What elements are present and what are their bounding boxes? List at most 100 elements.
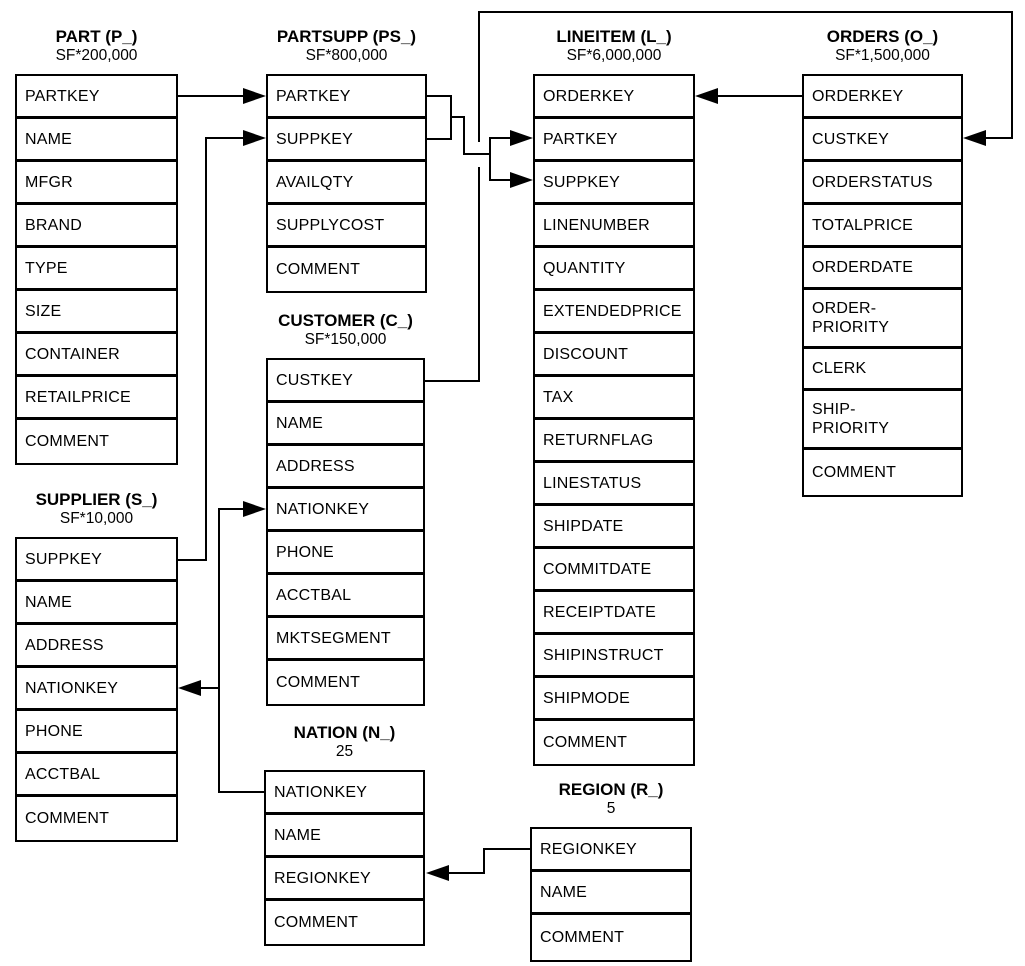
field-label: ADDRESS (276, 457, 355, 475)
field-row-lineitem: PARTKEY (535, 119, 693, 162)
table-header-lineitem: LINEITEM (L_)SF*6,000,000 (508, 27, 720, 65)
field-row-region: COMMENT (532, 915, 690, 960)
field-label: PHONE (276, 543, 334, 561)
field-row-partsupp: PARTKEY (268, 76, 425, 119)
field-label: NATIONKEY (276, 500, 370, 518)
arrowhead-part-partsupp-icon (243, 88, 266, 104)
field-row-part: RETAILPRICE (17, 377, 176, 420)
field-row-supplier: SUPPKEY (17, 539, 176, 582)
table-cardinality-supplier: SF*10,000 (59, 510, 134, 527)
field-row-lineitem: COMMITDATE (535, 549, 693, 592)
connector-partsupp-lineitem (489, 137, 513, 139)
field-row-lineitem: ORDERKEY (535, 76, 693, 119)
table-header-customer: CUSTOMER (C_)SF*150,000 (241, 311, 450, 349)
connector-partsupp-lineitem (427, 138, 452, 140)
field-row-part: MFGR (17, 162, 176, 205)
field-label: CUSTKEY (276, 371, 353, 389)
arrowhead-partsupp-lineitem-partkey-icon (510, 130, 533, 146)
field-row-partsupp: COMMENT (268, 248, 425, 291)
connector-region-nation (483, 848, 485, 874)
connector-customer-orders (478, 11, 480, 142)
field-row-orders: ORDER- PRIORITY (804, 290, 961, 349)
field-row-part: SIZE (17, 291, 176, 334)
field-label: SHIPDATE (543, 517, 624, 535)
connector-supplier-partsupp (178, 559, 207, 561)
table-cardinality-nation: 25 (335, 743, 354, 760)
table-header-orders: ORDERS (O_)SF*1,500,000 (777, 27, 988, 65)
field-row-part: PARTKEY (17, 76, 176, 119)
field-row-lineitem: COMMENT (535, 721, 693, 764)
field-row-part: BRAND (17, 205, 176, 248)
field-row-orders: TOTALPRICE (804, 205, 961, 248)
connector-customer-orders (984, 137, 1013, 139)
field-row-customer: CUSTKEY (268, 360, 423, 403)
field-label: NAME (276, 414, 324, 432)
field-label: SIZE (25, 302, 62, 320)
field-row-supplier: PHONE (17, 711, 176, 754)
field-label: NAME (274, 826, 322, 844)
field-row-customer: ADDRESS (268, 446, 423, 489)
field-row-part: COMMENT (17, 420, 176, 463)
table-title-nation: NATION (N_) (293, 723, 396, 742)
field-label: PHONE (25, 722, 83, 740)
field-row-lineitem: TAX (535, 377, 693, 420)
table-title-lineitem: LINEITEM (L_) (556, 27, 672, 46)
table-customer: CUSTKEY NAME ADDRESS NATIONKEY PHONE ACCTBAL M… (266, 358, 425, 706)
field-label: NAME (25, 130, 73, 148)
field-label: COMMENT (543, 734, 628, 751)
field-row-lineitem: RECEIPTDATE (535, 592, 693, 635)
table-part: PARTKEY NAME MFGR BRAND TYPE SIZE CONTAINER RET… (15, 74, 178, 465)
field-label: AVAILQTY (276, 173, 354, 191)
field-label: MFGR (25, 173, 73, 191)
field-row-orders: ORDERKEY (804, 76, 961, 119)
field-label: TYPE (25, 259, 68, 277)
field-label: PARTKEY (25, 87, 100, 105)
table-title-customer: CUSTOMER (C_) (278, 311, 413, 330)
field-row-part: CONTAINER (17, 334, 176, 377)
field-row-partsupp: SUPPLYCOST (268, 205, 425, 248)
field-label: MKTSEGMENT (276, 629, 391, 647)
connector-partsupp-lineitem (463, 116, 465, 155)
table-title-supplier: SUPPLIER (S_) (35, 490, 158, 509)
connector-nation-nationkey (218, 791, 266, 793)
field-row-lineitem: LINESTATUS (535, 463, 693, 506)
table-header-part: PART (P_)SF*200,000 (0, 27, 203, 65)
field-label: CLERK (812, 360, 867, 377)
field-row-nation: COMMENT (266, 901, 423, 944)
field-row-orders: CUSTKEY (804, 119, 961, 162)
field-row-lineitem: QUANTITY (535, 248, 693, 291)
connector-partsupp-lineitem (450, 116, 465, 118)
field-label: SHIPMODE (543, 689, 630, 707)
connector-partsupp-lineitem (427, 95, 452, 97)
field-label: ACCTBAL (276, 586, 352, 604)
field-label: REGIONKEY (274, 869, 371, 887)
field-label: NAME (25, 593, 73, 611)
connector-customer-orders (425, 380, 480, 382)
field-row-part: TYPE (17, 248, 176, 291)
connector-orders-lineitem (716, 95, 802, 97)
field-row-supplier: NATIONKEY (17, 668, 176, 711)
table-cardinality-part: SF*200,000 (55, 47, 138, 64)
field-label: CUSTKEY (812, 130, 889, 148)
field-row-customer: PHONE (268, 532, 423, 575)
field-label: LINESTATUS (543, 474, 642, 492)
connector-supplier-partsupp (205, 137, 245, 139)
field-row-orders: ORDERSTATUS (804, 162, 961, 205)
table-cardinality-region: 5 (606, 800, 616, 817)
field-label: NAME (540, 883, 588, 901)
connector-nation-customer (218, 508, 245, 510)
field-label: DISCOUNT (543, 345, 629, 363)
field-label: SUPPKEY (25, 550, 102, 568)
field-label: PARTKEY (543, 130, 618, 148)
field-row-lineitem: DISCOUNT (535, 334, 693, 377)
table-nation: NATIONKEY NAME REGIONKEY COMMENT (264, 770, 425, 946)
field-label: ACCTBAL (25, 765, 101, 783)
field-row-orders: COMMENT (804, 450, 961, 495)
field-label: RETURNFLAG (543, 431, 654, 449)
field-row-partsupp: SUPPKEY (268, 119, 425, 162)
field-row-nation: NATIONKEY (266, 772, 423, 815)
field-label: RETAILPRICE (25, 388, 131, 406)
field-row-orders: CLERK (804, 349, 961, 391)
